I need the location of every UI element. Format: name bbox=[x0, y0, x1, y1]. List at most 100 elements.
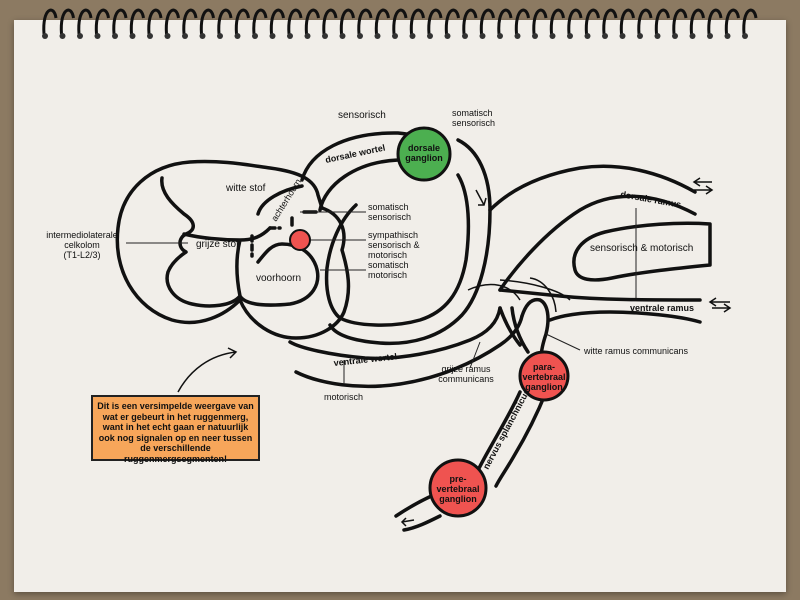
binding-hole bbox=[654, 33, 661, 39]
note-box: Dit is een versimpelde weergave van wat … bbox=[91, 395, 260, 464]
spinal-nerve-inner bbox=[324, 173, 471, 327]
binding-hole bbox=[164, 33, 171, 39]
grey-matter bbox=[160, 176, 320, 308]
label-witte-ramus: witte ramus communicans bbox=[583, 346, 689, 356]
spinal-nerve-outer bbox=[328, 138, 492, 346]
binding-hole bbox=[304, 33, 311, 39]
prevertebral-ganglion bbox=[428, 458, 488, 518]
binding-ring bbox=[707, 8, 723, 35]
binding-hole bbox=[112, 33, 118, 39]
binding-ring bbox=[374, 8, 390, 35]
binding-ring bbox=[689, 8, 705, 35]
ramus-inner-loop bbox=[572, 221, 712, 282]
label-sensorisch-motorisch: sensorisch & motorisch bbox=[590, 243, 693, 254]
label-motorisch: motorisch bbox=[324, 392, 363, 402]
label-voorhoorn: voorhoorn bbox=[256, 273, 301, 284]
binding-ring bbox=[357, 8, 373, 35]
label-ventrale-ramus: ventrale ramus bbox=[630, 303, 694, 313]
binding-hole bbox=[742, 33, 748, 39]
binding-hole bbox=[217, 33, 223, 39]
binding-hole bbox=[77, 33, 83, 39]
binding-hole bbox=[339, 33, 346, 39]
binding-hole bbox=[59, 33, 66, 39]
binding-ring bbox=[42, 8, 58, 35]
binding-ring bbox=[742, 8, 758, 35]
ventral-ramus-lower bbox=[548, 310, 702, 324]
binding-ring bbox=[287, 8, 303, 35]
binding-hole bbox=[444, 33, 451, 39]
binding-hole bbox=[602, 33, 608, 39]
binding-ring bbox=[217, 8, 233, 35]
binding-ring bbox=[392, 8, 408, 35]
binding-ring bbox=[129, 8, 145, 35]
binding-hole bbox=[392, 33, 398, 39]
ventral-root-outer bbox=[288, 306, 502, 361]
label-nervus-splanchnicus: nervus splanchnicus bbox=[481, 387, 532, 471]
binding-ring bbox=[147, 8, 163, 35]
binding-hole bbox=[42, 33, 48, 39]
binding-ring bbox=[462, 8, 478, 35]
rami-communicantes bbox=[498, 297, 550, 364]
binding-hole bbox=[672, 33, 678, 39]
dorsal-ganglion bbox=[396, 126, 452, 182]
binding-ring bbox=[339, 8, 355, 35]
binding-hole bbox=[619, 33, 626, 39]
binding-hole bbox=[567, 33, 573, 39]
binding-hole bbox=[409, 33, 416, 39]
binding-ring bbox=[532, 8, 548, 35]
binding-hole bbox=[357, 33, 363, 39]
label-witte-stof: witte stof bbox=[225, 183, 266, 194]
dorsal-ramus-lower bbox=[498, 194, 697, 292]
binding-hole bbox=[147, 33, 153, 39]
binding-ring bbox=[269, 8, 285, 35]
binding-hole bbox=[234, 33, 241, 39]
binding-ring bbox=[164, 8, 180, 35]
binding-ring bbox=[514, 8, 530, 35]
spiral-binding bbox=[42, 8, 758, 39]
binding-hole bbox=[549, 33, 556, 39]
binding-hole bbox=[479, 33, 486, 39]
binding-hole bbox=[427, 33, 433, 39]
notebook-page bbox=[14, 20, 786, 592]
label-grijze-stof: grijze stof bbox=[196, 239, 239, 250]
binding-ring bbox=[619, 8, 635, 35]
binding-ring bbox=[322, 8, 338, 35]
dorsal-ramus-upper bbox=[488, 164, 697, 212]
binding-hole bbox=[584, 33, 591, 39]
binding-ring bbox=[77, 8, 93, 35]
sympathetic-chain-right bbox=[494, 390, 548, 488]
binding-ring bbox=[94, 8, 110, 35]
binding-ring bbox=[584, 8, 600, 35]
binding-hole bbox=[637, 33, 643, 39]
binding-hole bbox=[129, 33, 136, 39]
binding-ring bbox=[234, 8, 250, 35]
binding-ring bbox=[252, 8, 268, 35]
binding-ring bbox=[427, 8, 443, 35]
binding-ring bbox=[654, 8, 670, 35]
dorsal-horn bbox=[256, 184, 304, 216]
binding-ring bbox=[444, 8, 460, 35]
label-achterhoorn: achterhoorn bbox=[269, 177, 303, 223]
dorsal-root-inner bbox=[318, 158, 400, 212]
binding-ring bbox=[409, 8, 425, 35]
binding-ring bbox=[479, 8, 495, 35]
binding-hole bbox=[514, 33, 521, 39]
binding-hole bbox=[462, 33, 468, 39]
binding-ring bbox=[637, 8, 653, 35]
binding-ring bbox=[549, 8, 565, 35]
binding-hole bbox=[199, 33, 206, 39]
binding-ring bbox=[602, 8, 618, 35]
binding-hole bbox=[724, 33, 731, 39]
binding-hole bbox=[287, 33, 293, 39]
binding-ring bbox=[199, 8, 215, 35]
leader-lines bbox=[126, 208, 637, 384]
binding-ring bbox=[567, 8, 583, 35]
